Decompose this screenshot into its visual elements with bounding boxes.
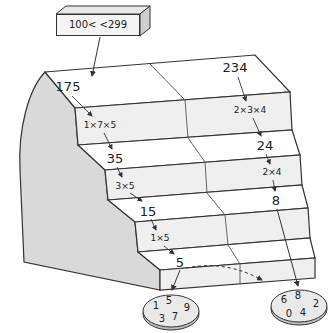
plate-digit: 0	[286, 309, 292, 319]
step-number: 5	[176, 256, 184, 269]
plate-digit: 3	[159, 314, 165, 324]
plate-digit: 6	[281, 295, 287, 305]
step-number: 24	[257, 139, 274, 152]
result-plate: 15379	[142, 291, 200, 331]
step-number: 2×3×4	[234, 106, 266, 115]
plate-digit: 9	[184, 303, 190, 313]
step-number: 35	[107, 152, 124, 165]
plate-digit: 4	[300, 308, 306, 318]
step-number: 15	[140, 205, 157, 218]
step-number: 8	[272, 194, 280, 207]
plate-digit: 1	[153, 301, 159, 311]
result-plate: 68042	[270, 286, 328, 326]
step-number: 1×5	[151, 234, 170, 243]
step-number: 1×7×5	[84, 121, 116, 130]
input-box: 100< <299	[56, 14, 140, 36]
step-number: 175	[56, 80, 81, 93]
plate-digit: 7	[172, 312, 178, 322]
plate-digit: 5	[166, 296, 172, 306]
plate-digit: 2	[313, 299, 319, 309]
plate-digit: 8	[295, 291, 301, 301]
step-number: 234	[223, 61, 248, 74]
step-number: 2×4	[263, 168, 282, 177]
range-text: 100< <299	[69, 19, 127, 30]
step-number: 3×5	[116, 182, 135, 191]
